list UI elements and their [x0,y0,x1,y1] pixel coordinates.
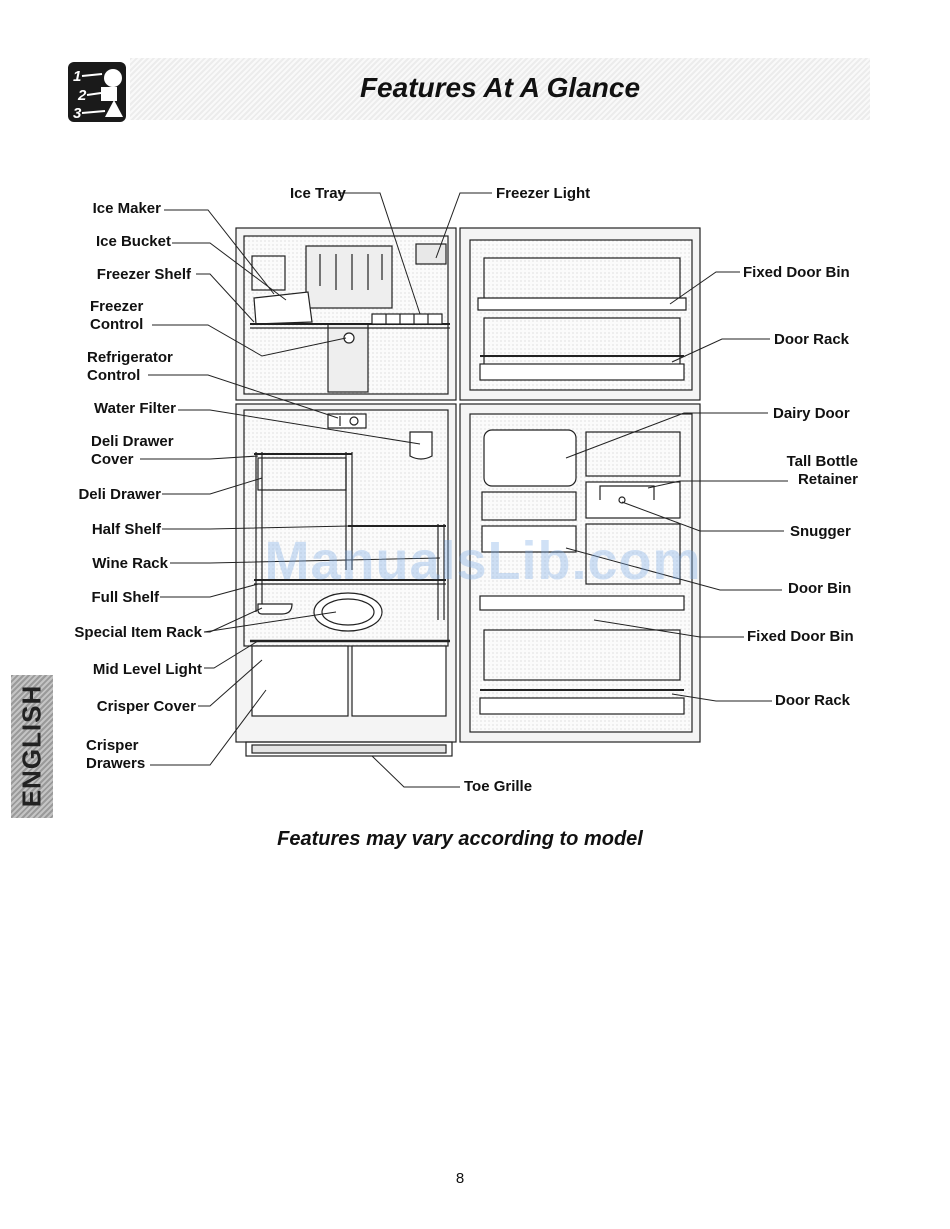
label-special-item-rack: Special Item Rack [74,624,202,641]
label-ice-bucket: Ice Bucket [95,233,171,250]
leader-lines [140,192,788,788]
label-crisper-cover: Crisper Cover [96,698,196,715]
freezer-compartment [235,227,457,401]
label-fixed-door-bin-top: Fixed Door Bin [743,264,850,281]
refrigerator-diagram [140,192,788,788]
model-variation-caption: Features may vary according to model [277,828,643,850]
label-deli-drawer-cover: Deli Drawer Cover [91,433,174,468]
label-half-shelf: Half Shelf [91,521,161,538]
label-crisper-drawers: Crisper Drawers [86,737,146,772]
watermark: ManualsLib.com [264,531,702,591]
label-mid-level-light: Mid Level Light [92,661,202,678]
label-wine-rack: Wine Rack [92,555,168,572]
label-water-filter: Water Filter [94,400,176,417]
page-number: 8 [455,1170,465,1187]
label-door-rack-bottom: Door Rack [775,692,851,709]
label-tall-bottle-retainer: Tall Bottle Retainer [786,453,858,488]
label-snugger: Snugger [790,523,851,540]
refrigerator-door [459,403,701,743]
label-freezer-control: Freezer Control [90,298,144,333]
label-ice-tray: Ice Tray [290,185,346,202]
label-door-rack-top: Door Rack [774,331,850,348]
label-freezer-light: Freezer Light [496,185,591,202]
label-full-shelf: Full Shelf [91,589,160,606]
logo-step-3: 3 [73,105,82,122]
freezer-door [459,227,701,401]
label-door-bin: Door Bin [788,580,852,597]
label-dairy-door: Dairy Door [773,405,850,422]
header-band [130,58,870,120]
label-freezer-shelf: Freezer Shelf [96,266,191,283]
label-ice-maker: Ice Maker [92,200,161,217]
label-refrigerator-control: Refrigerator Control [87,349,173,384]
refrigerator-compartment [235,403,457,757]
page-title: Features At A Glance [359,72,641,103]
label-toe-grille: Toe Grille [464,778,533,795]
steps-logo-icon: 1 2 3 [68,62,126,122]
language-tab [11,675,53,818]
label-fixed-door-bin-bottom: Fixed Door Bin [747,628,854,645]
logo-step-2: 2 [77,87,87,104]
logo-step-1: 1 [73,68,81,85]
label-deli-drawer: Deli Drawer [78,486,161,503]
